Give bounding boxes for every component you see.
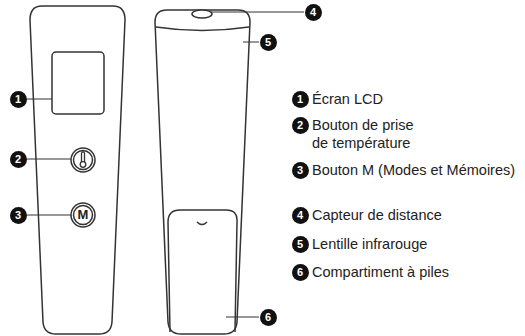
- callout-number: 2: [292, 117, 309, 134]
- callout-number: 2: [10, 151, 27, 168]
- distance-sensor: [192, 10, 212, 18]
- battery-compartment: [168, 210, 237, 332]
- callout-number: 5: [292, 236, 309, 253]
- callout-number: 3: [10, 207, 27, 224]
- callout-number: 6: [292, 264, 309, 281]
- callout-number: 4: [292, 207, 309, 224]
- temp-button: [71, 148, 95, 172]
- lcd-screen: [52, 52, 104, 114]
- part-label: Lentille infrarouge: [312, 235, 427, 253]
- part-label: Écran LCD: [312, 90, 383, 108]
- callout-number: 3: [292, 162, 309, 179]
- back-housing: [155, 10, 250, 334]
- callout-number: 6: [260, 309, 277, 326]
- leader-line: [27, 159, 71, 160]
- thermometer-icon: [80, 152, 86, 168]
- leader-line: [226, 317, 259, 318]
- part-label: Bouton M (Modes et Mémoires): [312, 161, 515, 179]
- leader-line: [210, 12, 304, 13]
- leader-line: [243, 42, 259, 43]
- leader-line: [27, 215, 71, 216]
- part-label: Bouton de prise de température: [312, 116, 424, 152]
- callout-number: 4: [305, 4, 322, 21]
- callout-number: 1: [10, 91, 27, 108]
- leader-line: [27, 99, 52, 100]
- top-cap: [156, 27, 249, 31]
- part-label: Capteur de distance: [312, 206, 442, 224]
- callout-number: 5: [260, 34, 277, 51]
- battery-notch: [197, 222, 207, 225]
- m-button: [71, 203, 95, 227]
- m-button-inner: [74, 206, 93, 225]
- button-symbol: M: [78, 208, 89, 222]
- part-label: Compartiment à piles: [312, 263, 449, 281]
- front-housing: [30, 6, 125, 334]
- callout-number: 1: [292, 91, 309, 108]
- temp-button-inner: [74, 151, 93, 170]
